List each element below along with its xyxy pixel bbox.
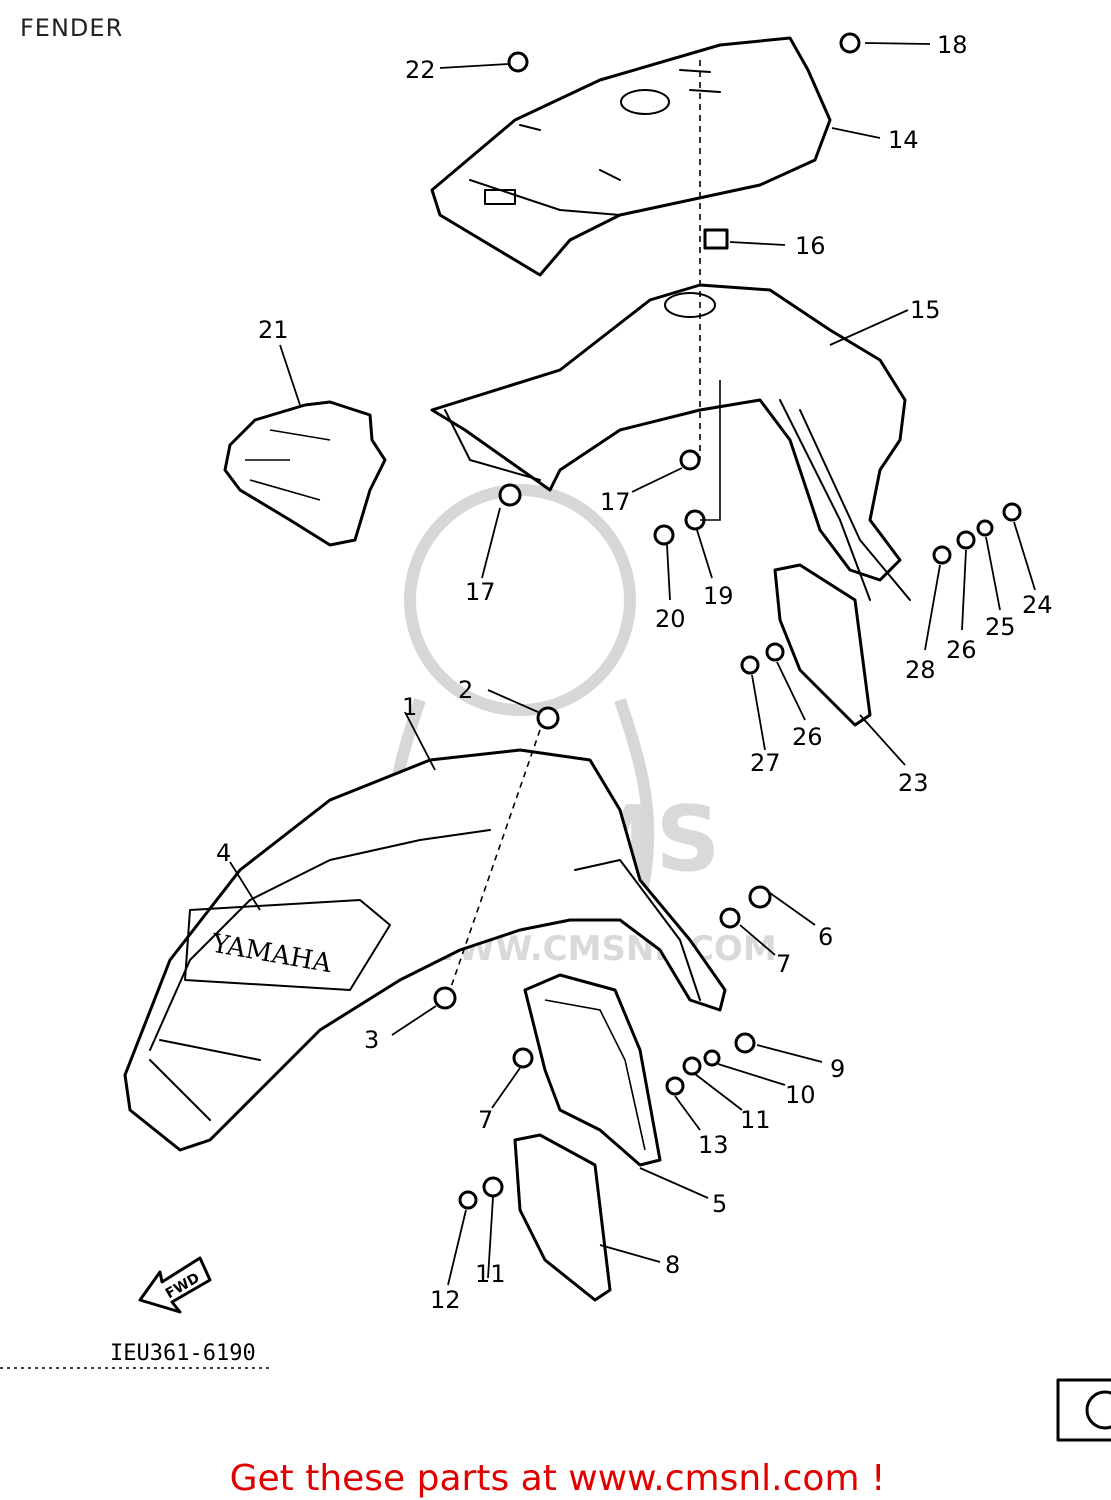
part-5-inner-fender (523, 973, 662, 1167)
callout-numbers: 1 2 3 4 5 6 7 7 8 9 10 11 11 12 13 14 15… (216, 31, 1053, 1314)
callout-22: 22 (405, 56, 436, 84)
callout-1: 1 (402, 693, 417, 721)
callout-20: 20 (655, 605, 686, 633)
part-8-mud-flap (513, 1133, 612, 1302)
footer-link-text[interactable]: Get these parts at www.cmsnl.com ! (229, 1458, 886, 1499)
leader-lines (229, 42, 1036, 1286)
callout-17b: 17 (465, 578, 496, 606)
part-21-cover (223, 400, 387, 547)
callout-9: 9 (830, 1055, 845, 1083)
callout-8: 8 (665, 1251, 680, 1279)
callout-7a: 7 (776, 950, 791, 978)
callout-15: 15 (910, 296, 941, 324)
callout-19: 19 (703, 582, 734, 610)
fwd-arrow-icon: FWD (138, 1256, 212, 1314)
part-14-rear-cowl (430, 36, 832, 277)
callout-28: 28 (905, 656, 936, 684)
callout-11a: 11 (740, 1106, 771, 1134)
page-title: FENDER (20, 14, 124, 42)
part-15-rear-fender (430, 283, 911, 601)
corner-stamp (1056, 1378, 1111, 1442)
callout-24: 24 (1022, 591, 1053, 619)
diagram-code: IEU361-6190 (110, 1341, 256, 1366)
part-1-front-fender: YAMAHA (123, 748, 727, 1152)
callout-5: 5 (712, 1190, 727, 1218)
callout-4: 4 (216, 839, 231, 867)
part-23-flap (773, 563, 872, 727)
callout-23: 23 (898, 769, 929, 797)
callout-16: 16 (795, 232, 826, 260)
callout-26a: 26 (946, 636, 977, 664)
callout-14: 14 (888, 126, 919, 154)
callout-7b: 7 (478, 1106, 493, 1134)
callout-12: 12 (430, 1286, 461, 1314)
callout-17a: 17 (600, 488, 631, 516)
hardware (433, 32, 1022, 1210)
callout-11b: 11 (475, 1260, 506, 1288)
callout-10: 10 (785, 1081, 816, 1109)
callout-3: 3 (364, 1026, 379, 1054)
callout-2: 2 (458, 676, 473, 704)
callout-18: 18 (937, 31, 968, 59)
callout-26b: 26 (792, 723, 823, 751)
callout-27: 27 (750, 749, 781, 777)
callout-13: 13 (698, 1131, 729, 1159)
callout-21: 21 (258, 316, 289, 344)
callout-25: 25 (985, 613, 1016, 641)
callout-6: 6 (818, 923, 833, 951)
assembly-lines (449, 60, 721, 991)
